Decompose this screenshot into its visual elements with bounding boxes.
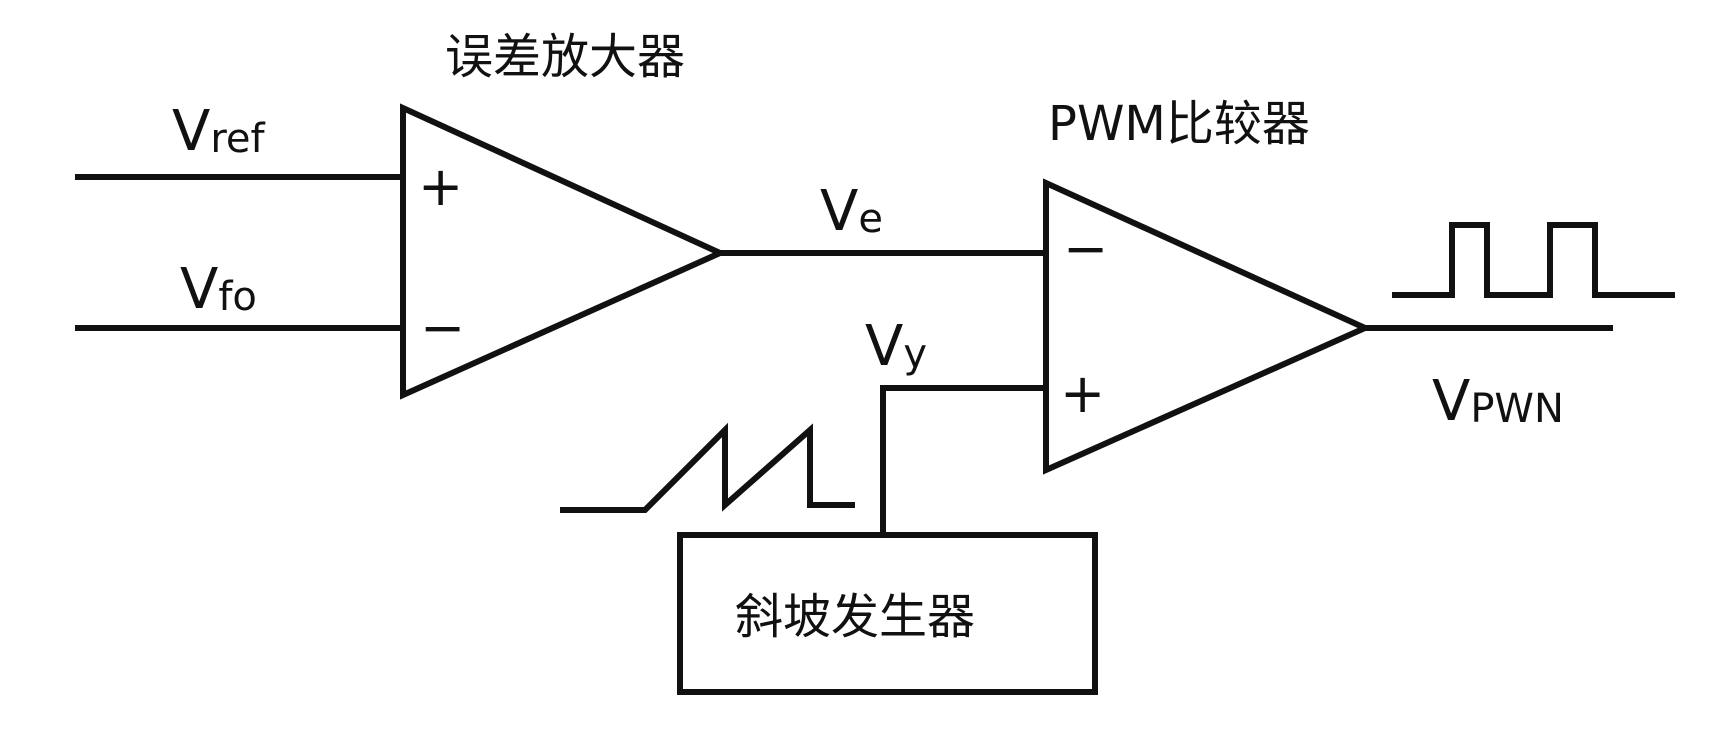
ramp-generator-title: 斜坡发生器 — [735, 589, 975, 645]
vref-subscript: ref — [210, 116, 265, 162]
ve-label: Ve — [820, 179, 883, 244]
vfo-label: Vfo — [180, 257, 257, 322]
vpwm-subscript: PWN — [1470, 386, 1564, 432]
vfo-subscript: fo — [218, 274, 257, 320]
pwm-comparator-plus-sign: + — [1060, 362, 1105, 425]
vy-main-text: V — [865, 314, 903, 379]
vref-main-text: V — [172, 99, 210, 164]
pwm-comparator-title: PWM比较器 — [1048, 96, 1310, 152]
ve-main-text: V — [820, 179, 858, 244]
error-amplifier-plus-sign: + — [418, 155, 463, 218]
error-amplifier-minus-sign: − — [420, 296, 465, 359]
vfo-main-text: V — [180, 257, 218, 322]
pwm-comparator-triangle — [1043, 178, 1373, 475]
vy-label: Vy — [865, 314, 927, 379]
vy-wire — [880, 385, 1046, 535]
vpwm-main-text: V — [1432, 369, 1470, 434]
vref-label: Vref — [172, 99, 265, 164]
pwm-comparator-minus-sign: − — [1063, 217, 1108, 280]
error-amplifier-triangle — [400, 103, 728, 400]
ve-subscript: e — [858, 196, 883, 242]
vy-subscript: y — [903, 331, 927, 377]
pwm-output-waveform — [1392, 222, 1675, 298]
ramp-waveform — [560, 422, 855, 513]
vpwm-label: VPWN — [1432, 369, 1564, 434]
ramp-generator-box — [677, 532, 1098, 695]
error-amplifier-title: 误差放大器 — [445, 29, 685, 85]
